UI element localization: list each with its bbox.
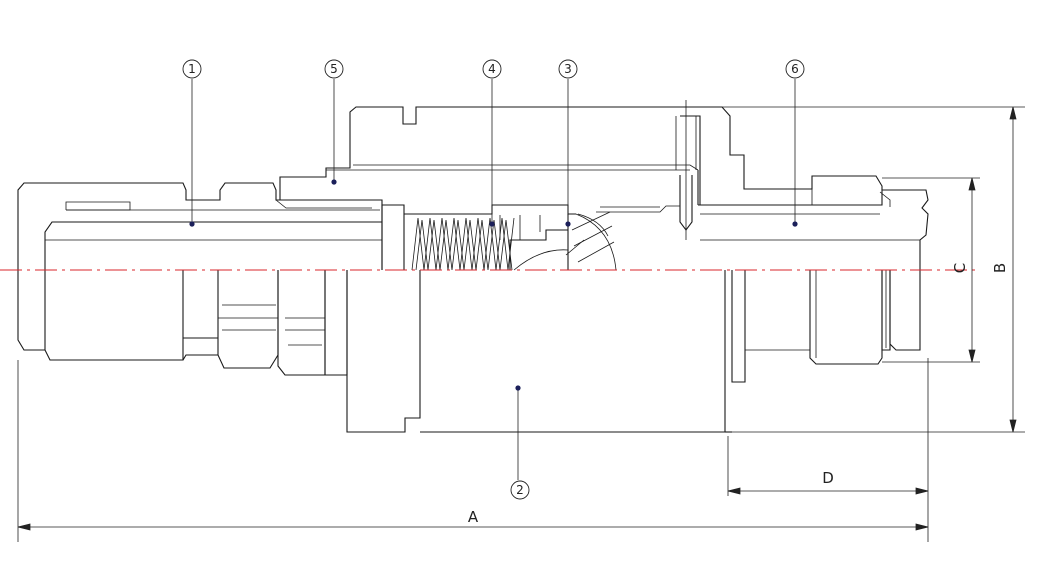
callout-part-5: 5	[324, 59, 344, 79]
callout-part-1-label: 1	[188, 62, 196, 76]
part-5-marker	[331, 179, 337, 185]
callout-part-3-label: 3	[564, 62, 572, 76]
callout-part-6-label: 6	[791, 62, 799, 76]
callout-part-1: 1	[182, 59, 202, 79]
part-6-marker	[792, 221, 798, 227]
part-2-marker	[515, 385, 521, 391]
poppet	[513, 211, 617, 271]
left-fitting	[17, 182, 383, 376]
callout-part-2-label: 2	[516, 483, 524, 497]
callout-part-2: 2	[510, 480, 530, 500]
part-1-marker	[189, 221, 195, 227]
callout-leaders	[191, 79, 796, 480]
dimension-b-label: B	[991, 263, 1009, 273]
dimension-lines	[17, 106, 1025, 542]
part-3-marker	[565, 221, 571, 227]
main-housing	[279, 106, 883, 433]
callout-part-3: 3	[558, 59, 578, 79]
part-4-marker	[489, 221, 495, 227]
callout-part-6: 6	[785, 59, 805, 79]
right-fitting	[675, 100, 929, 365]
dimension-a-label: A	[468, 508, 479, 526]
dimension-c-label: C	[951, 263, 969, 273]
dimension-d-label: D	[822, 469, 834, 487]
callout-part-4: 4	[482, 59, 502, 79]
callout-part-4-label: 4	[488, 62, 496, 76]
callout-part-5-label: 5	[330, 62, 338, 76]
